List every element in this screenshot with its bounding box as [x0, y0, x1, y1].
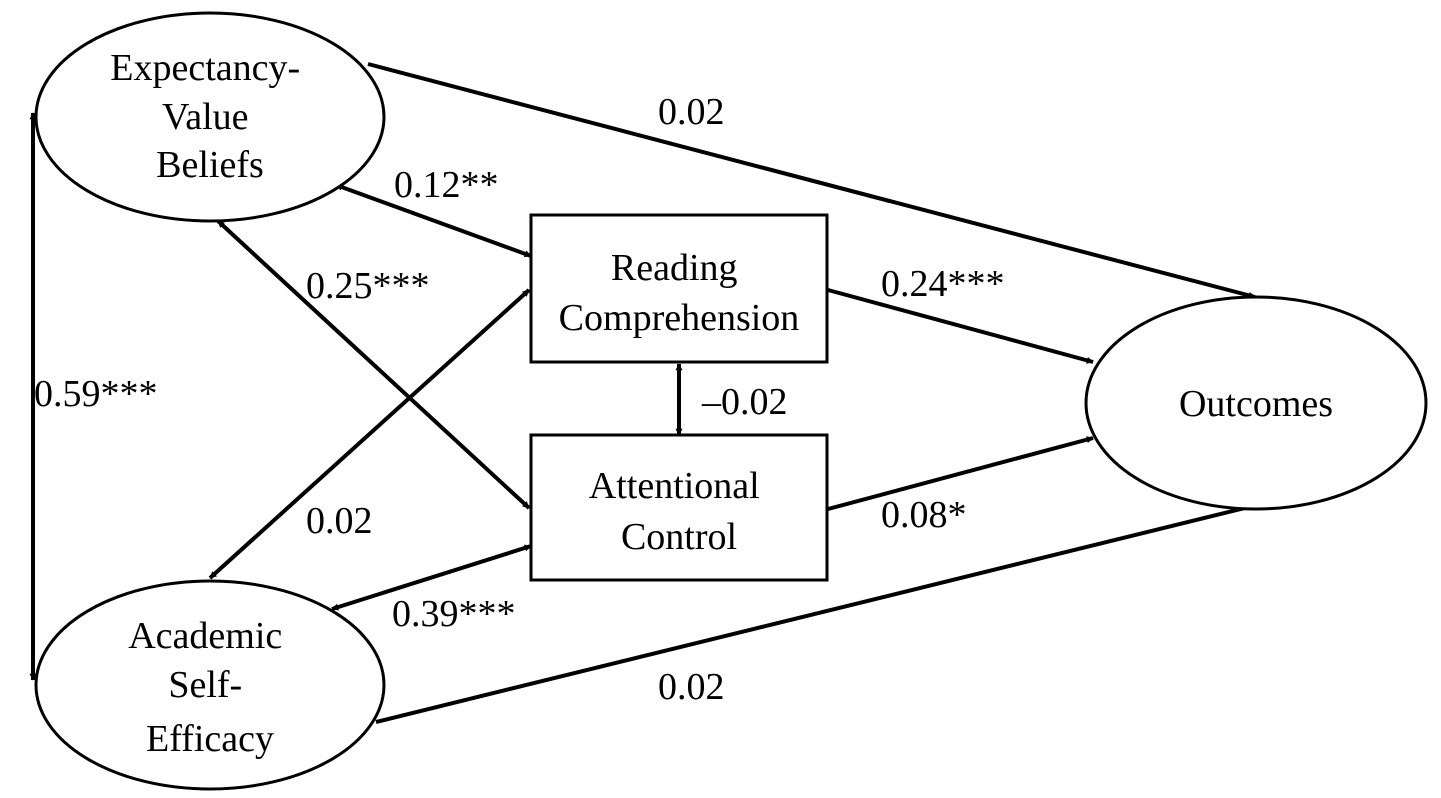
- svg-text:Attentional Control: Attentional Control: [589, 465, 769, 558]
- node-label-line: Academic: [128, 615, 282, 657]
- node-label-line: Self-: [168, 664, 242, 706]
- node-label-line: Reading: [611, 247, 738, 289]
- coef-rc-ac: –0.02: [701, 381, 788, 423]
- node-academic-self-efficacy: Academic Self- Efficacy: [34, 579, 386, 791]
- path-ac-to-outcomes: [827, 436, 1094, 511]
- node-label-line: Expectancy-: [110, 47, 300, 89]
- svg-text:Expectancy- Value: Expectancy- Value Beliefs: [110, 47, 309, 186]
- node-expectancy-value-beliefs: Expectancy- Value Beliefs: [34, 11, 386, 223]
- coef-ac-to-outcomes: 0.08*: [881, 494, 967, 536]
- path-ev-to-outcomes: [367, 62, 1256, 299]
- node-attentional-control: Attentional Control: [529, 433, 829, 582]
- node-label-line: Control: [621, 516, 737, 558]
- coef-ase-to-outcomes: 0.02: [658, 666, 725, 708]
- coefficients-layer: 0.02 0.12** 0.25*** 0.59*** 0.24*** –0.0…: [34, 91, 1005, 708]
- node-label-line: Efficacy: [146, 718, 274, 760]
- path-ase-to-outcomes: [375, 503, 1258, 724]
- node-label-line: Attentional: [589, 465, 760, 507]
- coef-rc-to-outcomes: 0.24***: [881, 263, 1005, 305]
- node-outcomes: Outcomes: [1084, 295, 1428, 511]
- coef-ev-to-outcomes: 0.02: [658, 91, 725, 133]
- node-label-line: Outcomes: [1179, 383, 1333, 425]
- coef-ase-ac: 0.39***: [392, 593, 516, 635]
- paths-layer: [29, 62, 1258, 724]
- node-label-line: Comprehension: [559, 297, 800, 339]
- path-ase-rc: [208, 288, 531, 580]
- node-reading-comprehension: Reading Comprehension: [529, 213, 829, 364]
- svg-text:Outcomes: Outcomes: [1179, 383, 1333, 425]
- coef-ev-ase: 0.59***: [34, 373, 158, 415]
- path-rc-to-outcomes: [827, 288, 1094, 364]
- path-ase-ac: [331, 544, 532, 611]
- svg-text:Academic Self- Eff: Academic Self- Efficacy: [128, 615, 292, 760]
- node-label-line: Beliefs: [156, 144, 264, 186]
- coef-ev-ac: 0.25***: [306, 265, 430, 307]
- coef-ase-rc: 0.02: [306, 500, 373, 542]
- node-label-line: Value: [162, 96, 249, 138]
- coef-ev-rc: 0.12**: [394, 164, 499, 206]
- svg-text:Reading Comprehension: Reading Comprehension: [559, 247, 800, 339]
